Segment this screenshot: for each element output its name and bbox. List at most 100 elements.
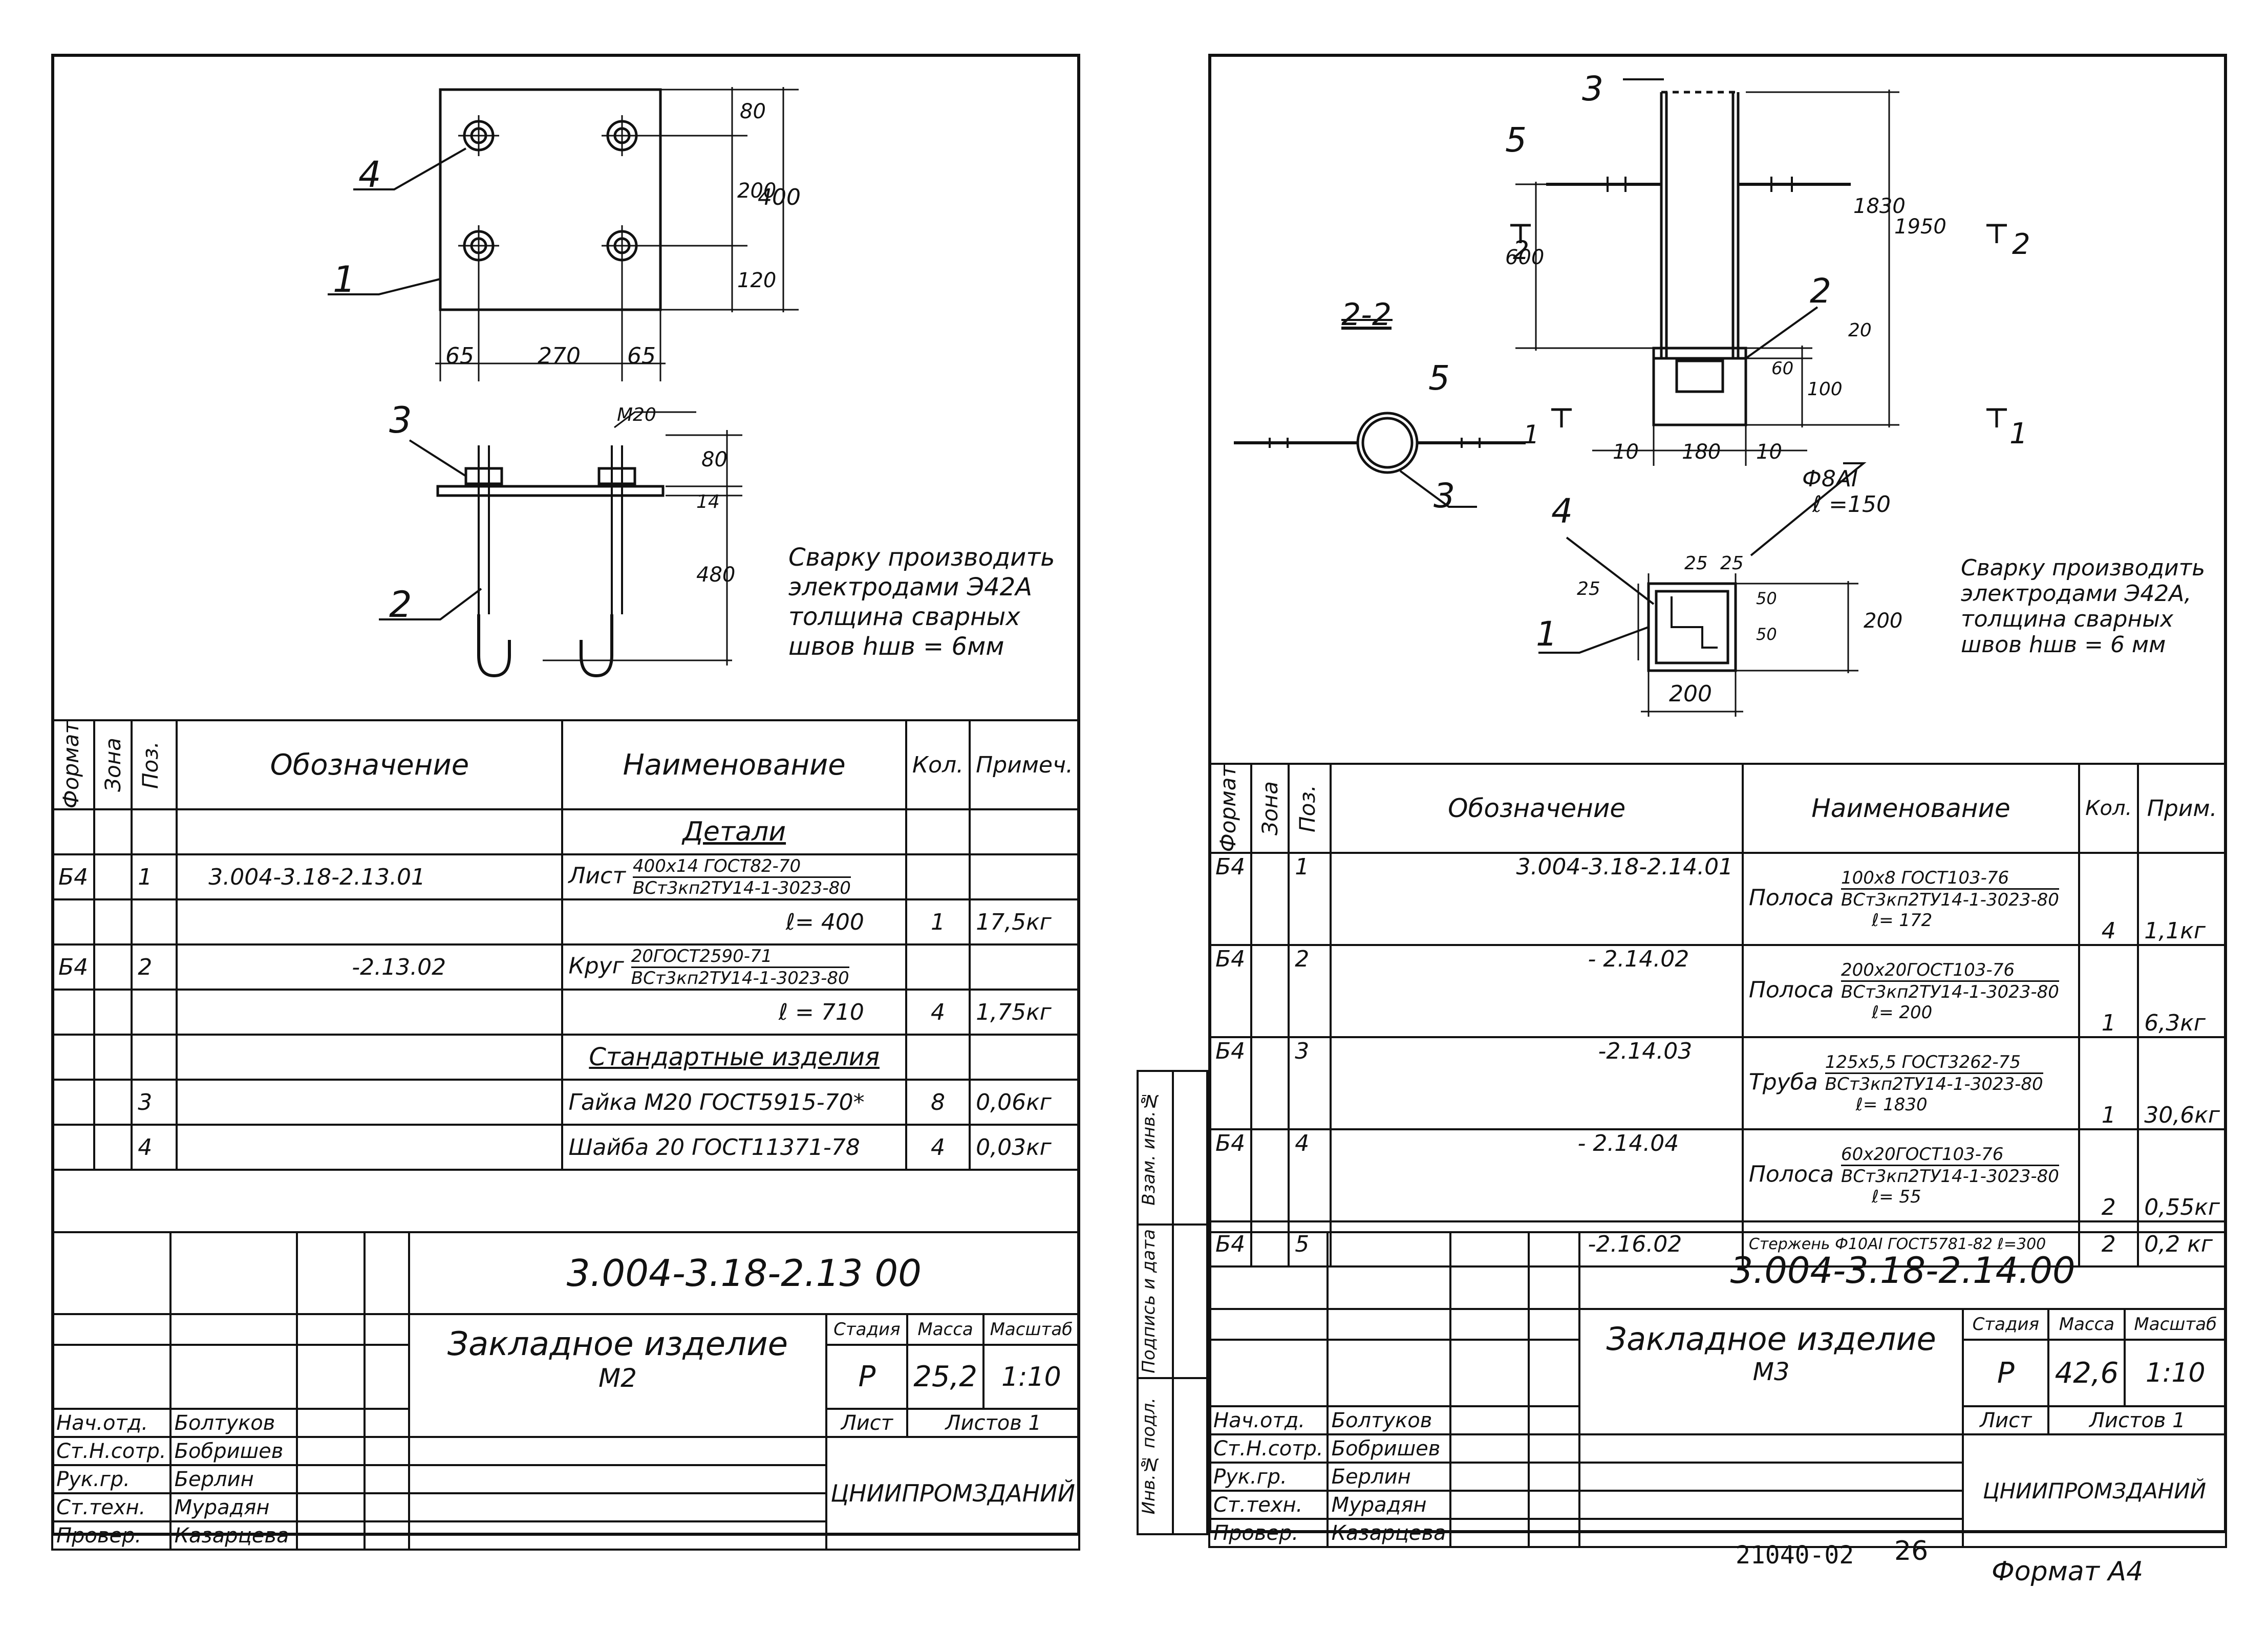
col-qty: Кол. — [2078, 762, 2139, 854]
note-line: толщина сварных — [1961, 606, 2173, 632]
note-line: Сварку производить — [788, 543, 1055, 572]
left-spec-table: Формат Зона Поз. Обозначение Наименовани… — [51, 719, 1080, 1171]
dim-10a: 10 — [1613, 440, 1639, 464]
sig-name: Болтуков — [169, 1408, 298, 1438]
cell-format: Б4 — [1208, 1128, 1253, 1223]
fraction-length: ℓ= 1830 — [1855, 1094, 1928, 1115]
callout-3-top: 3 — [1582, 69, 1603, 109]
callout-2: 2 — [1810, 271, 1831, 311]
section-dim-480: 480 — [696, 563, 736, 587]
cell-pos: 4 — [1288, 1128, 1332, 1223]
fraction-length: ℓ= 172 — [1872, 910, 1933, 931]
org-name: ЦНИИПРОМЗДАНИЙ — [1962, 1433, 2227, 1548]
side-label: Инв.№ подл. — [1139, 1398, 1159, 1515]
scale-label: Масштаб — [2124, 1308, 2227, 1341]
cell-format: Б4 — [51, 853, 96, 901]
left-weld-note: Сварку производить электродами Э42А толщ… — [788, 543, 1055, 661]
dim-180: 180 — [1682, 440, 1721, 464]
cell-qty: 1 — [2078, 1036, 2139, 1131]
plan-callout-4: 4 — [358, 154, 381, 196]
cell-qty: 1 — [2078, 944, 2139, 1039]
fraction-bottom: ВСт3кп2ТУ14-1-3023-80 — [1841, 981, 2059, 1002]
fraction-top: 200х20ГОСТ103-76 — [1841, 960, 2059, 982]
cell-pos: 3 — [1288, 1036, 1332, 1131]
cell-qty: 8 — [905, 1079, 971, 1126]
dim-600: 600 — [1505, 246, 1545, 269]
dim-25b: 25 — [1720, 553, 1744, 574]
fraction-top: 400х14 ГОСТ82-70 — [632, 856, 851, 878]
cell-designation: -2.13.02 — [176, 943, 564, 991]
dim-1950: 1950 — [1894, 215, 1946, 239]
mass-value: 42,6 — [2047, 1339, 2126, 1407]
cell-pos: 3 — [131, 1079, 178, 1126]
mass-label: Масса — [2047, 1308, 2126, 1341]
note-line: электродами Э42А, — [1961, 581, 2192, 607]
stage-label: Стадия — [1962, 1308, 2050, 1341]
sheet-label: Лист — [825, 1408, 909, 1438]
cell-designation: - 2.14.04 — [1330, 1128, 1744, 1223]
fraction-top: 125х5,5 ГОСТ3262-75 — [1825, 1052, 2043, 1074]
plan-dim-65b: 65 — [627, 343, 656, 369]
side-label: Подпись и дата — [1139, 1229, 1159, 1373]
dim-1830: 1830 — [1853, 195, 1906, 218]
section-heading: Детали — [561, 808, 907, 856]
fraction-bottom: ВСт3кп2ТУ14-1-3023-80 — [632, 877, 851, 898]
fraction-bottom: ВСт3кп2ТУ14-1-3023-80 — [1841, 889, 2059, 910]
mark-text: М3 — [1752, 1358, 1790, 1386]
stage-value: Р — [825, 1344, 909, 1410]
sheet-label: Лист — [1962, 1405, 2050, 1435]
plan-callout-1: 1 — [333, 259, 356, 300]
right-spec-table: Формат Зона Поз. Обозначение Наименовани… — [1208, 762, 2227, 1268]
cell-format: Б4 — [1208, 1036, 1253, 1131]
footer-format: Формат А4 — [1992, 1556, 2144, 1587]
sig-role: Ст.техн. — [1208, 1490, 1329, 1520]
dim-200-v: 200 — [1864, 609, 1903, 633]
cell-qty: 4 — [905, 1124, 971, 1171]
mark-text: М2 — [598, 1363, 637, 1393]
cell-format: Б4 — [1208, 852, 1253, 947]
name-prefix: Лист — [568, 863, 626, 889]
cell-pos: 2 — [1288, 944, 1332, 1039]
sig-role: Ст.Н.сотр. — [1208, 1433, 1329, 1464]
cell-qty: 2 — [2078, 1128, 2139, 1223]
sig-role: Рук.гр. — [1208, 1462, 1329, 1492]
name-prefix: Круг — [568, 953, 624, 979]
cell-qty: 4 — [905, 989, 971, 1036]
cell-pos: 1 — [131, 853, 178, 901]
sig-role: Провер. — [51, 1520, 172, 1551]
table-row: Б4 1 3.004-3.18-2.13.01 Лист 400х14 ГОСТ… — [51, 853, 1080, 901]
cut-mark-1-right: 1 — [2009, 417, 2028, 450]
table-row: ℓ = 710 4 1,75кг — [51, 989, 1080, 1036]
table-row: ℓ= 400 1 17,5кг — [51, 898, 1080, 946]
dim-20: 20 — [1848, 320, 1872, 341]
org-name: ЦНИИПРОМЗДАНИЙ — [825, 1436, 1080, 1551]
cell-name: Гайка М20 ГОСТ5915-70* — [561, 1079, 907, 1126]
col-note: Прим. — [2137, 762, 2227, 854]
sig-name: Болтуков — [1326, 1405, 1451, 1435]
footer-code: 21040-02 — [1736, 1541, 1854, 1570]
plan-dim-270: 270 — [538, 343, 581, 369]
sig-role: Нач.отд. — [1208, 1405, 1329, 1435]
cell-designation: 3.004-3.18-2.14.01 — [1330, 852, 1744, 947]
sig-name: Бобришев — [1326, 1433, 1451, 1464]
col-note: Примеч. — [969, 719, 1080, 811]
dim-10b: 10 — [1756, 440, 1782, 464]
sig-name: Мурадян — [1326, 1490, 1451, 1520]
cell-pos: 4 — [131, 1124, 178, 1171]
dim-200-h: 200 — [1669, 681, 1712, 707]
doc-code: 3.004-3.18-2.14.00 — [1578, 1231, 2227, 1310]
sig-name: Бобришев — [169, 1436, 298, 1466]
section-dim-m20: M20 — [617, 404, 656, 425]
dim-25a: 25 — [1684, 553, 1708, 574]
sig-name: Берлин — [169, 1464, 298, 1494]
cell-format: Б4 — [1208, 944, 1253, 1039]
cell-name: ℓ = 710 — [561, 989, 907, 1036]
cell-note: 6,3кг — [2137, 944, 2227, 1039]
